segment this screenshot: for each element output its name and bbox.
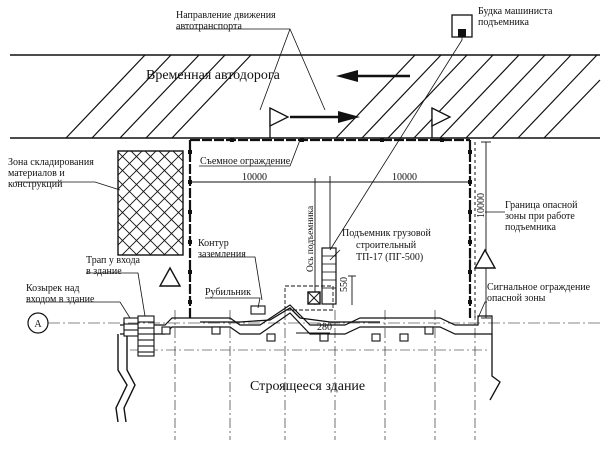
- axis-line: [27, 312, 600, 334]
- storage-zone: [117, 150, 184, 256]
- leader-lines: [15, 28, 505, 319]
- label-operator-booth-2: подъемника: [478, 17, 529, 28]
- label-operator-booth: Будка машиниста: [478, 6, 553, 17]
- label-ramp-2: в здание: [86, 266, 122, 277]
- label-traffic-direction-2: автотранспорта: [176, 21, 242, 32]
- label-traffic-direction: Направление движения: [176, 10, 276, 21]
- label-danger-zone-3: подъемника: [505, 222, 556, 233]
- label-switch: Рубильник: [205, 287, 251, 298]
- dim-right-span: 10000: [392, 172, 417, 183]
- label-grounding-2: заземления: [198, 249, 246, 260]
- label-danger-zone-2: зоны при работе: [505, 211, 575, 222]
- dim-vertical-span: 10000: [476, 193, 487, 218]
- entrance-canopy: [123, 317, 139, 337]
- entrance-ramp: [137, 315, 155, 357]
- label-canopy: Козырек над: [26, 283, 80, 294]
- annotation-labels: Направление движения автотранспорта Будк…: [8, 6, 591, 394]
- label-lift: Подъемник грузовой: [342, 228, 432, 239]
- dim-left-span: 10000: [242, 172, 267, 183]
- label-signal-fence: Сигнальное ограждение: [487, 282, 591, 293]
- direction-arrow-right: [290, 111, 360, 123]
- label-lift-2: строительный: [356, 240, 417, 251]
- label-building: Строящееся здание: [250, 379, 365, 394]
- label-lift-axis: Ось подъемника: [306, 205, 316, 272]
- label-storage-2: материалов и: [8, 168, 65, 179]
- label-canopy-2: входом в здание: [26, 294, 95, 305]
- label-grounding: Контур: [198, 238, 229, 249]
- label-removable-fence: Съемное ограждение: [200, 156, 291, 167]
- grounding-contour: [200, 307, 380, 323]
- dim-lift-gap: 280: [317, 322, 332, 333]
- label-ramp: Трап у входа: [86, 255, 141, 266]
- label-storage: Зона складирования: [8, 157, 94, 168]
- lift-unit: [284, 247, 337, 311]
- label-danger-zone: Граница опасной: [505, 200, 578, 211]
- label-lift-3: ТП-17 (ПГ-500): [356, 252, 423, 263]
- dim-lift-offset: 550: [339, 277, 350, 292]
- direction-arrow-left: [336, 70, 410, 82]
- label-storage-3: конструкций: [8, 179, 63, 190]
- operator-booth: [451, 14, 473, 38]
- label-signal-fence-2: опасной зоны: [487, 293, 546, 304]
- temporary-road: [10, 54, 601, 139]
- label-temporary-road: Временная автодорога: [146, 68, 281, 83]
- dimension-lines: [189, 141, 491, 334]
- flag-icon: [269, 106, 452, 138]
- danger-sign-icon: [158, 248, 497, 287]
- building-outline: [115, 304, 501, 440]
- axis-marker: А: [34, 319, 42, 330]
